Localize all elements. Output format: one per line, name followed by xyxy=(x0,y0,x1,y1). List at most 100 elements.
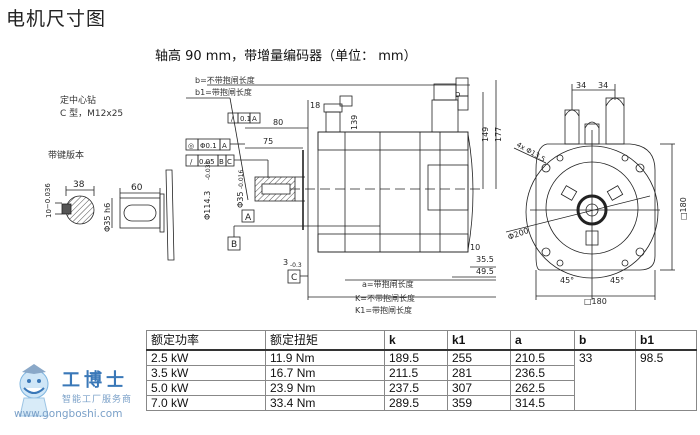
table-row: 7.0 kW 33.4 Nm 289.5 359 314.5 xyxy=(146,395,697,411)
svg-text:□180: □180 xyxy=(679,197,688,220)
svg-text:Φ200: Φ200 xyxy=(507,226,530,242)
col-b1: b1 xyxy=(635,330,697,351)
svg-text:139: 139 xyxy=(350,115,359,130)
cell-torque: 11.9 Nm xyxy=(265,349,385,366)
drawing-subtitle: 轴高 90 mm，带增量编码器（单位： mm） xyxy=(155,49,417,64)
front-view-dimensions: 34 34 4x Φ13.5 Φ200 □180 □180 45° 45° xyxy=(507,81,688,306)
watermark-tagline: 智能工厂服务商 xyxy=(62,395,133,405)
svg-text:C: C xyxy=(227,158,232,166)
svg-text:4x Φ13.5: 4x Φ13.5 xyxy=(515,141,547,164)
col-b: b xyxy=(574,330,636,351)
svg-text:10: 10 xyxy=(470,243,480,252)
svg-text:D: D xyxy=(455,91,460,99)
svg-text:45°: 45° xyxy=(610,276,624,285)
svg-text:□180: □180 xyxy=(584,297,607,306)
table-row: 2.5 kW 11.9 Nm 189.5 255 210.5 33 98.5 xyxy=(146,349,697,411)
cell-power: 7.0 kW xyxy=(146,395,266,411)
svg-text:0.05: 0.05 xyxy=(199,158,215,166)
motor-spec-table: 额定功率 额定扭矩 k k1 a b b1 2.5 kW 11.9 Nm 189… xyxy=(146,330,697,411)
col-a: a xyxy=(510,330,575,351)
col-rated-torque: 额定扭矩 xyxy=(265,330,385,351)
cell-a: 262.5 xyxy=(510,380,575,396)
cell-a: 314.5 xyxy=(510,395,575,411)
cell-k: 189.5 xyxy=(384,349,448,366)
svg-text:0.1: 0.1 xyxy=(240,115,251,123)
svg-text:A: A xyxy=(252,115,257,123)
shaft-key-section: 38 10−0.036 xyxy=(44,180,95,225)
cell-k1: 307 xyxy=(447,380,511,396)
svg-text:K=不带抱闸长度: K=不带抱闸长度 xyxy=(355,293,415,303)
cell-a: 210.5 xyxy=(510,349,575,366)
svg-text:34: 34 xyxy=(598,81,608,90)
svg-text:Φ35: Φ35 xyxy=(236,192,245,208)
shaft-dia-dim: Φ35 h6 xyxy=(103,203,112,232)
bottom-length-notes: a=带抱闸长度 K=不带抱闸长度 K1=带抱闸长度 xyxy=(355,279,415,315)
svg-text:-0.3: -0.3 xyxy=(290,262,302,269)
cell-power: 2.5 kW xyxy=(146,349,266,366)
watermark-brand: 工博士 xyxy=(62,370,128,391)
shaft-side-view: 60 Φ35 h6 xyxy=(103,169,175,261)
cell-k: 237.5 xyxy=(384,380,448,396)
svg-text:◎: ◎ xyxy=(188,142,194,150)
key-width-dim: 10−0.036 xyxy=(44,183,53,218)
cell-b1: 98.5 xyxy=(635,349,697,411)
runout-frame-01: / 0.1 A xyxy=(227,112,261,124)
cell-torque: 23.9 Nm xyxy=(265,380,385,396)
svg-text:80: 80 xyxy=(273,118,283,127)
svg-text:35.5: 35.5 xyxy=(476,255,494,264)
svg-text:Φ0.1: Φ0.1 xyxy=(200,142,217,150)
svg-text:18: 18 xyxy=(310,101,320,110)
svg-text:b=不带抱闸长度: b=不带抱闸长度 xyxy=(195,75,255,85)
svg-text:49.5: 49.5 xyxy=(476,267,494,276)
svg-text:45°: 45° xyxy=(560,276,574,285)
cell-b: 33 xyxy=(574,349,636,411)
watermark-mascot-icon xyxy=(19,364,49,417)
svg-text:75: 75 xyxy=(263,137,273,146)
runout-frame-005: / 0.05 B C xyxy=(185,154,235,167)
side-view-dim-lines xyxy=(245,80,497,298)
length-notes-top: b=不带抱闸长度 b1=带抱闸长度 xyxy=(186,75,470,201)
table-header-row: 额定功率 额定扭矩 k k1 a b b1 xyxy=(146,330,697,351)
svg-text:34: 34 xyxy=(576,81,586,90)
svg-text:/: / xyxy=(231,115,234,123)
center-drill-spec: C 型，M12x25 xyxy=(60,108,123,119)
motor-front-view xyxy=(505,84,675,300)
cell-k1: 281 xyxy=(447,365,511,381)
cell-k: 289.5 xyxy=(384,395,448,411)
svg-text:K1=带抱闸长度: K1=带抱闸长度 xyxy=(355,305,412,315)
svg-text:149: 149 xyxy=(481,127,490,142)
cell-k1: 359 xyxy=(447,395,511,411)
svg-text:C: C xyxy=(291,273,297,283)
svg-text:a=带抱闸长度: a=带抱闸长度 xyxy=(362,279,414,289)
cell-k: 211.5 xyxy=(384,365,448,381)
cell-power: 5.0 kW xyxy=(146,380,266,396)
svg-text:b1=带抱闸长度: b1=带抱闸长度 xyxy=(195,87,252,97)
cell-a: 236.5 xyxy=(510,365,575,381)
cell-power: 3.5 kW xyxy=(146,365,266,381)
motor-dimension-drawing: 定中心钻 C 型，M12x25 带键版本 38 10−0.036 60 Φ35 … xyxy=(44,75,688,315)
datum-boxes: A B C xyxy=(227,209,380,284)
cell-k1: 255 xyxy=(447,349,511,366)
svg-text:A: A xyxy=(222,142,227,150)
cell-torque: 16.7 Nm xyxy=(265,365,385,381)
motor-side-view xyxy=(254,77,480,300)
key-depth-dim: 38 xyxy=(73,180,85,190)
center-drill-title: 定中心钻 xyxy=(60,94,96,106)
svg-text:A: A xyxy=(245,213,252,223)
col-rated-power: 额定功率 xyxy=(146,330,266,351)
concentricity-frame: ◎ Φ0.1 A xyxy=(185,138,231,151)
svg-text:B: B xyxy=(219,158,224,166)
col-k1: k1 xyxy=(447,330,511,351)
svg-text:Φ114.3: Φ114.3 xyxy=(203,191,212,220)
gdt-frames: / 0.1 A ◎ Φ0.1 A / 0.05 B C xyxy=(185,112,269,178)
shaft-length-dim: 60 xyxy=(131,183,143,193)
svg-text:-0.035: -0.035 xyxy=(205,160,212,180)
col-k: k xyxy=(384,330,448,351)
keyed-version-label: 带键版本 xyxy=(48,149,84,161)
side-view-dimensions: 80 75 18 139 149 177 Φ114.3 -0.035 Φ35 -… xyxy=(203,91,503,276)
cell-torque: 33.4 Nm xyxy=(265,395,385,411)
svg-text:/: / xyxy=(190,158,193,166)
svg-text:177: 177 xyxy=(494,127,503,142)
svg-text:-0.016: -0.016 xyxy=(238,169,245,189)
svg-text:B: B xyxy=(231,240,237,250)
